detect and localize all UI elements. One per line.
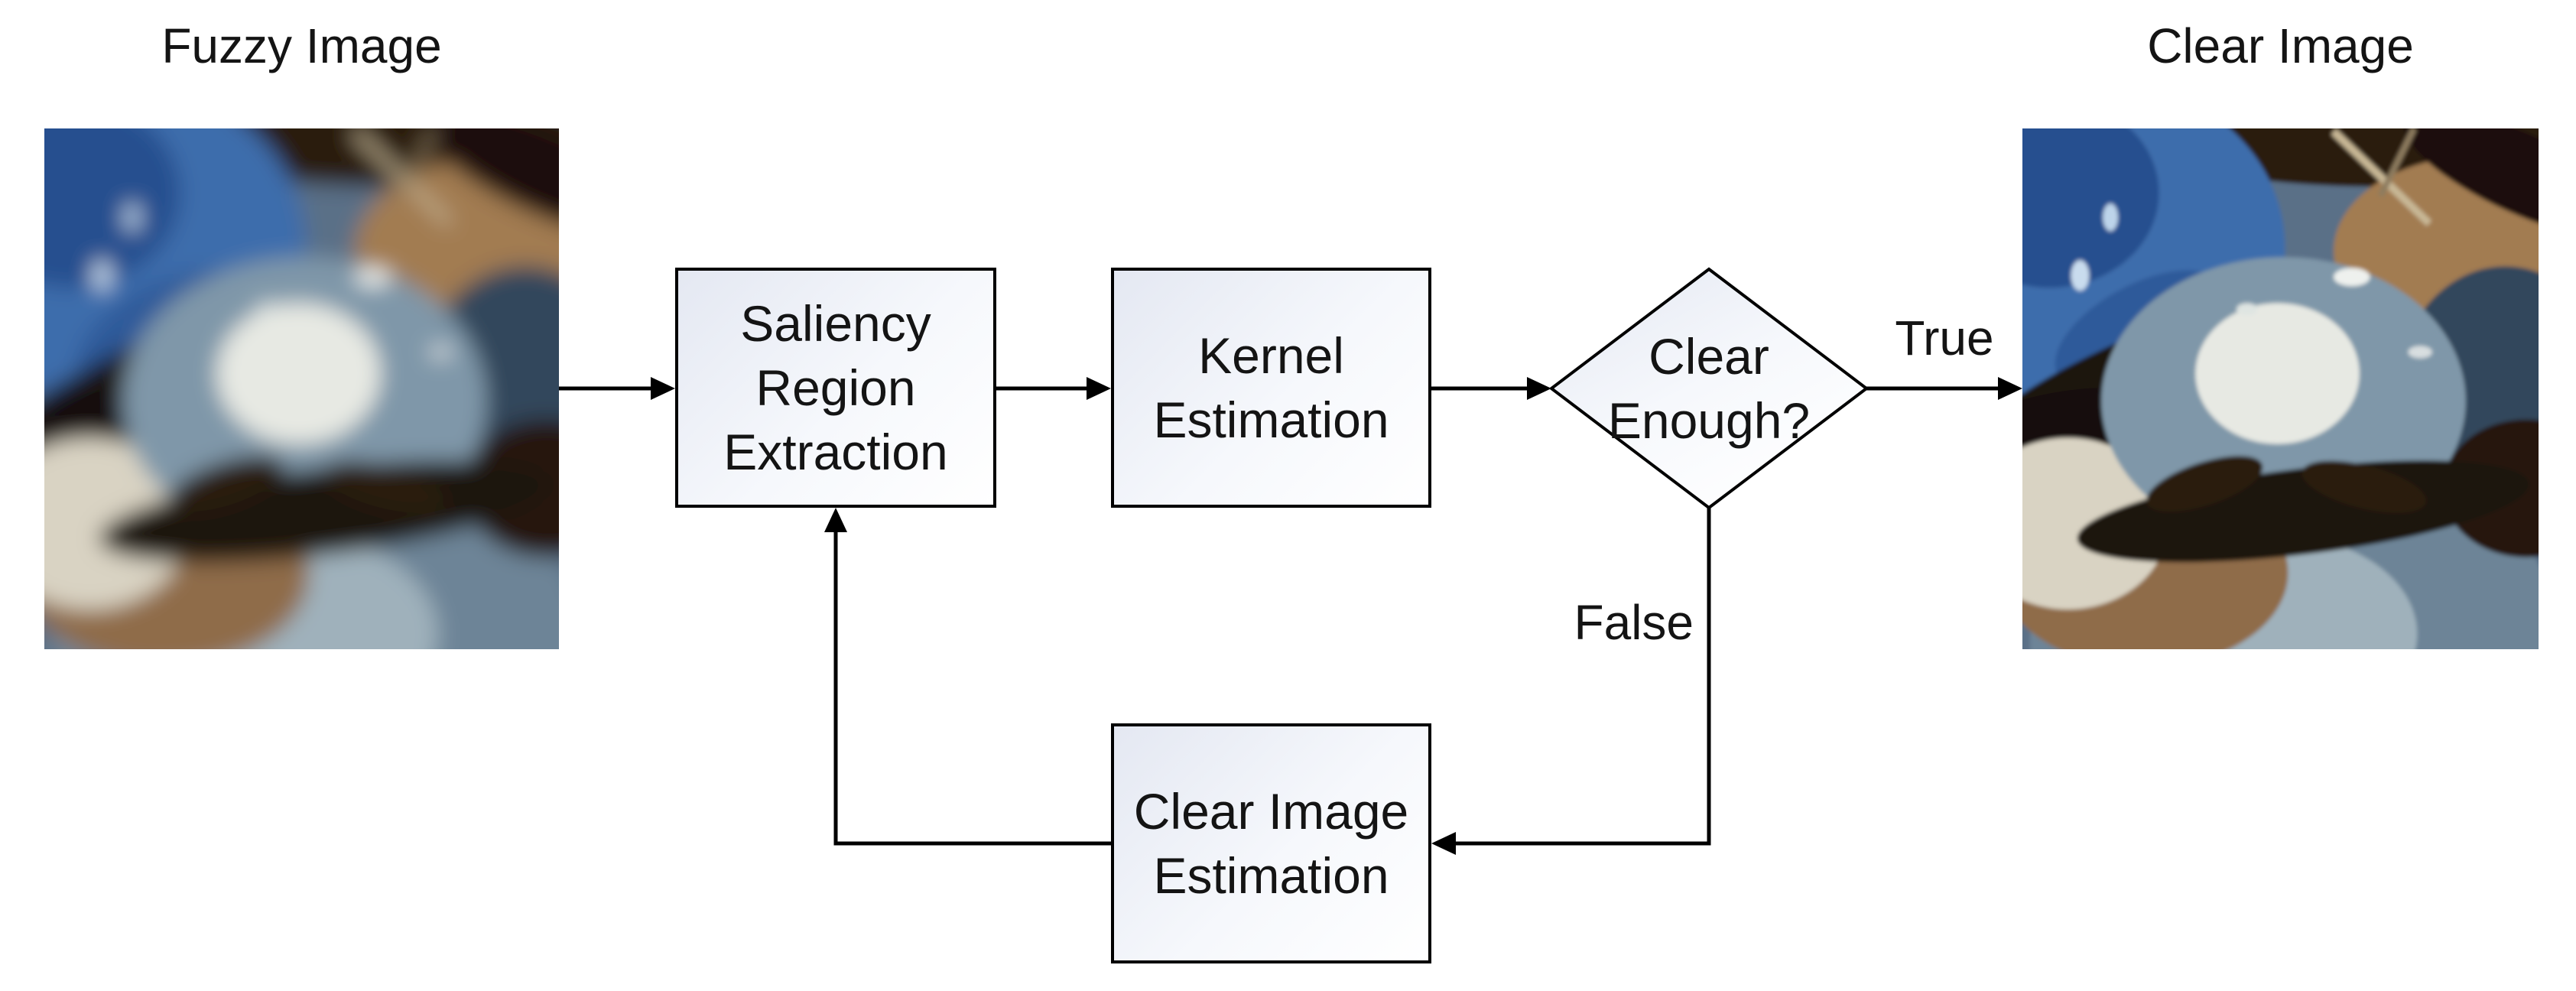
arrowhead-kernel-to-decision [1527,377,1551,400]
node-text-line: Clear [1649,328,1769,385]
fuzzy-image-label: Fuzzy Image [161,18,442,73]
arrowhead-true-branch [1998,377,2022,400]
decision-diamond [1548,267,1869,510]
arrow-loop-back [833,532,1111,846]
node-text-line: Kernel [1198,327,1344,384]
node-text-line: Estimation [1153,847,1389,904]
false-branch-label: False [1574,595,1694,650]
node-text-line: Enough? [1607,392,1811,449]
arrowhead-false-branch [1431,832,1456,855]
node-text-line: Region [755,359,916,416]
decision-diamond-label: Clear Enough? [1587,269,1831,508]
node-text-line: Clear Image [1133,783,1409,840]
true-branch-label: True [1895,310,1994,366]
arrowhead-loop-back [824,508,847,532]
arrow-false-branch [1456,508,1711,846]
node-saliency-region-extraction: Saliency Region Extraction [675,268,996,508]
arrowhead-fuzzy-to-saliency [651,377,675,400]
node-kernel-estimation: Kernel Estimation [1111,268,1431,508]
clear-image-label: Clear Image [2147,18,2414,73]
node-text-line: Extraction [723,424,948,480]
arrowhead-saliency-to-kernel [1087,377,1111,400]
node-clear-image-estimation: Clear Image Estimation [1111,723,1431,963]
node-text-line: Saliency [740,295,931,352]
node-text-line: Estimation [1153,392,1389,448]
